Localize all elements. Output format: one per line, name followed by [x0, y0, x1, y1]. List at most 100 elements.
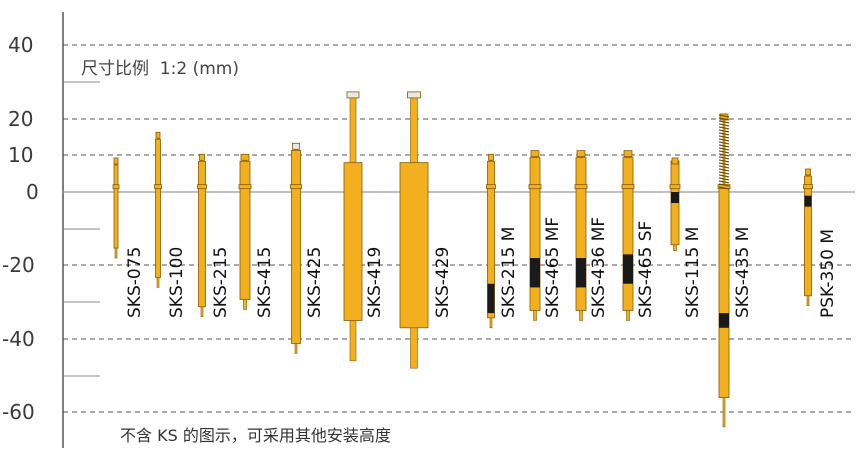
- coil-turn: [718, 171, 730, 175]
- probe-tip: [407, 91, 421, 99]
- coil-turn: [718, 186, 730, 190]
- probe-barrel: [487, 160, 495, 319]
- probe-collar: [574, 184, 588, 190]
- probe-barrel: [239, 160, 251, 300]
- probe-label: SKS-215: [211, 247, 231, 318]
- probe-spring-band: [623, 254, 633, 284]
- probe-barrel: [343, 162, 363, 321]
- probe-label: SKS-100: [167, 247, 187, 318]
- probe: SKS-115 M: [669, 157, 703, 318]
- probe: SKS-465 MF: [528, 150, 563, 321]
- coil-turn: [718, 183, 730, 187]
- coil-turn: [718, 153, 730, 157]
- probe-tip: [346, 91, 360, 99]
- coil-turn: [718, 120, 730, 124]
- probe-spring-band: [576, 258, 586, 288]
- minor-ticks: [63, 81, 100, 377]
- probe: SKS-419: [343, 91, 385, 362]
- probe-barrel: [399, 162, 429, 329]
- probe: SKS-100: [154, 131, 187, 318]
- scale-note: 尺寸比例 1:2 (mm): [81, 59, 239, 79]
- probe: PSK-350 M: [803, 168, 838, 318]
- probe-label: SKS-465 MF: [543, 217, 563, 318]
- tick-label-minus-40: -40: [2, 327, 35, 351]
- coil-turn: [718, 132, 730, 136]
- coil-turn: [718, 129, 730, 133]
- probe-spring-band: [719, 313, 729, 328]
- probe-tip: [155, 131, 161, 139]
- tick-label-10: 10: [8, 143, 33, 167]
- probe-barrel: [155, 138, 161, 278]
- probe: SKS-215: [197, 153, 231, 318]
- probe-label: SKS-115 M: [683, 227, 703, 318]
- probe-barrel: [529, 157, 541, 311]
- probe-collar: [290, 184, 302, 190]
- coil-turn: [718, 159, 730, 163]
- tick-label-20: 20: [8, 107, 33, 131]
- probe-collar: [486, 184, 496, 190]
- probe: SKS-215 M: [486, 153, 519, 329]
- probe-label: SKS-435 M: [733, 227, 753, 318]
- probe: SKS-415: [238, 153, 275, 318]
- probe-barrel: [575, 157, 587, 311]
- tick-label-minus-60: -60: [2, 400, 35, 424]
- probes-group: SKS-075 SKS-100 SKS-215 SKS-415 SKS-425 SKS-4…: [112, 91, 838, 428]
- probe-tip: [576, 150, 586, 158]
- probe: SKS-465 SF: [621, 150, 656, 321]
- probe-label: SKS-075: [125, 247, 145, 318]
- probe-label: SKS-419: [365, 247, 385, 318]
- probe-collar: [528, 184, 542, 190]
- probe-coil: [718, 114, 730, 190]
- probe-collar: [154, 184, 162, 190]
- probe-tip: [623, 150, 633, 158]
- coil-turn: [718, 156, 730, 160]
- coil-turn: [718, 144, 730, 148]
- coil-turn: [718, 123, 730, 127]
- probe-barrel: [718, 187, 730, 398]
- probe: SKS-436 MF: [574, 150, 609, 321]
- probe-tip: [805, 168, 811, 176]
- probe-tip: [199, 153, 205, 161]
- probe-label: SKS-465 SF: [636, 221, 656, 318]
- tick-label-0: 0: [26, 180, 39, 204]
- coil-turn: [718, 162, 730, 166]
- coil-turn: [718, 126, 730, 130]
- probe-spring-band: [530, 258, 540, 288]
- coil-turn: [718, 177, 730, 181]
- probe-barrel: [291, 149, 301, 344]
- probe-spring-band: [487, 283, 495, 314]
- probe-collar: [621, 184, 635, 190]
- tick-label-minus-20: -20: [2, 253, 35, 277]
- coil-turn: [718, 114, 730, 118]
- probe-label: PSK-350 M: [818, 229, 838, 318]
- coil-turn: [718, 168, 730, 172]
- probe-tip: [671, 157, 679, 165]
- probe: SKS-429: [399, 91, 453, 369]
- probe-tip: [240, 153, 250, 161]
- probe-label: SKS-436 MF: [589, 217, 609, 318]
- coil-turn: [718, 174, 730, 178]
- coil-turn: [718, 117, 730, 121]
- tick-label-40: 40: [8, 33, 33, 57]
- coil-turn: [718, 165, 730, 169]
- probe-tip: [530, 150, 540, 158]
- probe: SKS-075: [112, 157, 145, 318]
- probe-collar: [238, 184, 252, 190]
- probe-collar: [803, 184, 813, 190]
- probe-label: SKS-429: [433, 247, 453, 318]
- probe-barrel: [113, 164, 119, 249]
- probe-barrel: [622, 157, 634, 311]
- coil-turn: [718, 180, 730, 184]
- probe-tip: [488, 153, 494, 161]
- probe-collar: [112, 184, 120, 190]
- probe-label: SKS-425: [305, 247, 325, 318]
- coil-turn: [718, 150, 730, 154]
- probe-label: SKS-215 M: [499, 227, 519, 318]
- probe-tip: [292, 142, 300, 150]
- probe-label: SKS-415: [255, 247, 275, 318]
- probe-barrel: [198, 160, 206, 308]
- coil-turn: [718, 147, 730, 151]
- probe-collar: [669, 184, 681, 190]
- probe-tip: [113, 157, 119, 165]
